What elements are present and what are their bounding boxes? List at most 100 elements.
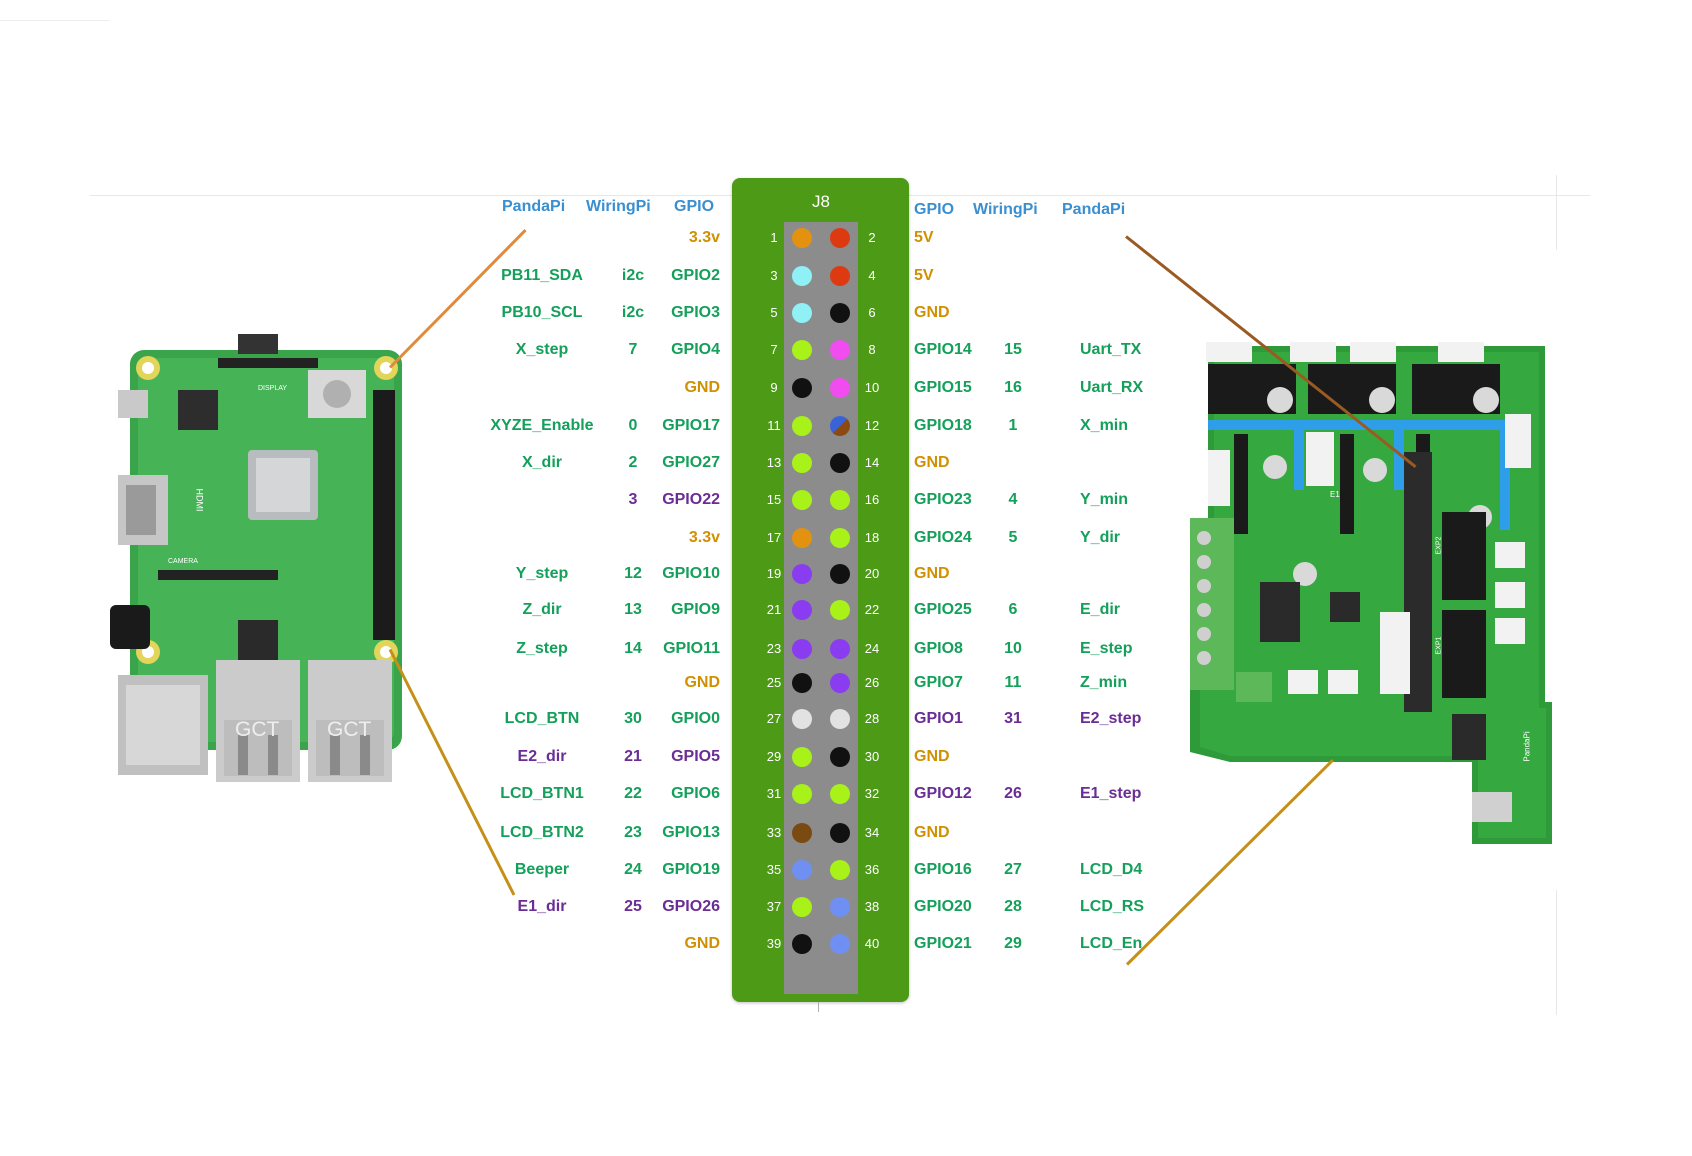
- left-gpio-label: GPIO0: [671, 710, 720, 727]
- right-gpio-label: GND: [914, 454, 950, 471]
- left-pandapi-label: Beeper: [514, 861, 570, 878]
- pin-number-odd: 17: [766, 530, 782, 545]
- pin-number-odd: 33: [766, 825, 782, 840]
- right-gpio-label: GPIO21: [914, 935, 972, 952]
- right-wiringpi-label: 27: [1004, 861, 1022, 878]
- right-gpio-label: GPIO7: [914, 674, 963, 691]
- pin-number-even: 32: [864, 786, 880, 801]
- pin-dot-even: [830, 673, 850, 693]
- pin-dot-even: [830, 228, 850, 248]
- left-gpio-label: GPIO10: [662, 565, 720, 582]
- pin-number-even: 12: [864, 418, 880, 433]
- pin-dot-even: [830, 934, 850, 954]
- pin-dot-odd: [792, 340, 812, 360]
- right-gpio-label: 5V: [914, 229, 934, 246]
- right-gpio-label: GPIO18: [914, 417, 972, 434]
- left-header-pandapi: PandaPi: [502, 198, 566, 215]
- raspberry-pi-board: GCT GCT HDMI DISPLAY CAMERA: [98, 330, 408, 790]
- pin-dot-odd: [792, 934, 812, 954]
- right-pandapi-label: Uart_RX: [1080, 379, 1144, 396]
- right-vertical-hairline-bottom: [1556, 890, 1557, 1015]
- pandapi-board: PandaPi E1 EXP1 EXP2: [1190, 342, 1560, 852]
- right-wiringpi-label: 4: [1008, 491, 1018, 508]
- right-gpio-label: GPIO1: [914, 710, 963, 727]
- left-pandapi-label: PB10_SCL: [501, 304, 583, 321]
- pin-dot-odd: [792, 860, 812, 880]
- left-pandapi-label: E2_dir: [517, 748, 567, 765]
- right-gpio-label: GND: [914, 748, 950, 765]
- left-wiringpi-label: i2c: [621, 267, 645, 284]
- pin-number-even: 2: [868, 230, 876, 245]
- right-pandapi-label: Y_dir: [1080, 529, 1121, 546]
- pin-dot-even: [830, 378, 850, 398]
- pin-number-even: 28: [864, 711, 880, 726]
- right-wiringpi-label: 31: [1004, 710, 1022, 727]
- right-gpio-label: GPIO15: [914, 379, 972, 396]
- pin-number-odd: 23: [766, 641, 782, 656]
- pin-number-even: 38: [864, 899, 880, 914]
- left-gpio-label: GND: [684, 674, 720, 691]
- pin-dot-odd: [792, 673, 812, 693]
- pin-dot-even: [830, 600, 850, 620]
- left-gpio-label: GPIO11: [663, 640, 720, 657]
- connector-bottom-stub: [818, 1002, 819, 1012]
- left-wiringpi-label: 13: [624, 601, 642, 618]
- pin-dot-odd: [792, 416, 812, 436]
- right-pandapi-label: LCD_En: [1080, 935, 1143, 952]
- usb-port-label-2: GCT: [327, 718, 372, 741]
- pin-dot-odd: [792, 897, 812, 917]
- right-pandapi-label: X_min: [1080, 417, 1129, 434]
- left-wiringpi-label: 30: [624, 710, 642, 727]
- left-wiringpi-label: 2: [628, 454, 638, 471]
- pin-number-even: 16: [864, 492, 880, 507]
- left-gpio-label: GND: [684, 379, 720, 396]
- pin-number-even: 22: [864, 602, 880, 617]
- right-pandapi-label: LCD_D4: [1080, 861, 1143, 878]
- pin-dot-even: [830, 266, 850, 286]
- left-pandapi-label: LCD_BTN2: [500, 824, 584, 841]
- raspberry-pi-board-graphic: [110, 334, 402, 782]
- right-gpio-label: GPIO23: [914, 491, 972, 508]
- pin-number-even: 18: [864, 530, 880, 545]
- pin-number-odd: 19: [766, 566, 782, 581]
- left-gpio-label: GND: [684, 935, 720, 952]
- pin-dot-odd: [792, 453, 812, 473]
- right-gpio-label: GPIO25: [914, 601, 972, 618]
- right-gpio-label: GPIO14: [914, 341, 972, 358]
- left-gpio-label: GPIO22: [662, 491, 720, 508]
- pandapi-board-graphic: [1190, 342, 1552, 844]
- pin-number-odd: 27: [766, 711, 782, 726]
- pin-dot-odd: [792, 709, 812, 729]
- pin-dot-even: [830, 490, 850, 510]
- right-pandapi-label: LCD_RS: [1080, 898, 1145, 915]
- right-header-pandapi: PandaPi: [1062, 201, 1126, 218]
- pin-dot-even: [830, 784, 850, 804]
- left-pandapi-label: LCD_BTN1: [500, 785, 584, 802]
- pin-number-odd: 9: [770, 380, 778, 395]
- pin-number-even: 20: [864, 566, 880, 581]
- left-pandapi-label: E1_dir: [517, 898, 567, 915]
- j8-title: J8: [812, 192, 830, 211]
- right-gpio-label: GPIO24: [914, 529, 972, 546]
- pin-dot-even: [830, 340, 850, 360]
- pin-dot-odd: [792, 639, 812, 659]
- right-gpio-label: GND: [914, 304, 950, 321]
- pin-dot-even: [830, 453, 850, 473]
- pin-number-even: 10: [864, 380, 880, 395]
- pin-dot-even: [830, 564, 850, 584]
- left-pandapi-label: Y_step: [515, 565, 569, 582]
- e1-silkscreen: E1: [1330, 490, 1340, 499]
- pin-number-odd: 39: [766, 936, 782, 951]
- top-left-hairline: [0, 20, 110, 21]
- left-pandapi-label: Z_step: [516, 640, 568, 657]
- pin-number-odd: 15: [766, 492, 782, 507]
- left-gpio-label: GPIO13: [662, 824, 720, 841]
- pin-number-odd: 21: [766, 602, 782, 617]
- right-gpio-label: GPIO12: [914, 785, 972, 802]
- pin-number-odd: 13: [766, 455, 782, 470]
- pin-dot-odd: [792, 378, 812, 398]
- pin-dot-even: [830, 747, 850, 767]
- left-wiringpi-label: 23: [624, 824, 642, 841]
- left-wiringpi-label: 22: [624, 785, 642, 802]
